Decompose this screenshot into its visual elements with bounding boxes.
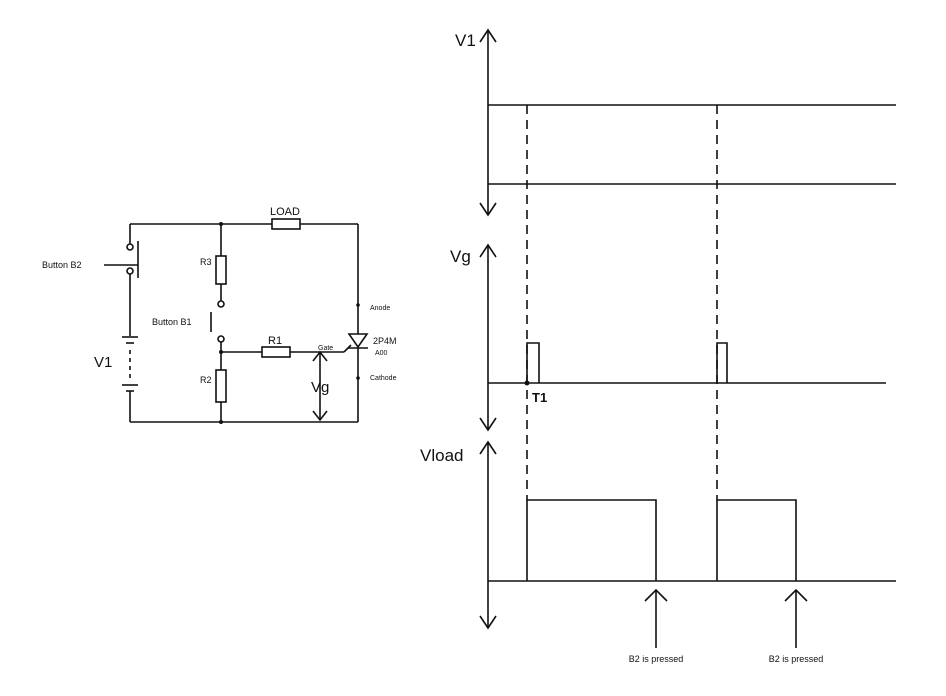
b2-contact-top <box>126 243 134 251</box>
circuit-schematic: LOAD Button B2 R3 Button B1 R1 R2 V1 Vg … <box>42 206 397 424</box>
v1-axis-label: V1 <box>455 31 476 50</box>
cathode-node <box>356 376 360 380</box>
vg-axis-arrow-down <box>479 417 497 432</box>
r1-resistor <box>261 346 291 358</box>
vload-axis-arrow-down <box>479 615 497 630</box>
vg-axis-arrow-up <box>479 243 497 258</box>
anode-node <box>356 303 360 307</box>
node-top-mid <box>219 222 223 226</box>
button-b1-label: Button B1 <box>152 317 192 327</box>
node-bottom-mid <box>219 420 223 424</box>
vg-arrow-head-down <box>312 410 328 422</box>
scr-triangle <box>347 333 369 349</box>
gate-lead <box>343 344 352 353</box>
cathode-label: Cathode <box>370 375 397 382</box>
vg-pulse-2 <box>716 342 728 383</box>
b1-contact-bottom <box>217 335 225 343</box>
anode-label: Anode <box>370 305 390 312</box>
r3-resistor <box>215 255 227 285</box>
v1-axis-arrow-down <box>479 202 497 217</box>
vg-arrow-head-up <box>312 350 328 362</box>
b2-pressed-arrow-1-head <box>644 588 668 602</box>
b2-pressed-arrow-2-head <box>784 588 808 602</box>
t1-label: T1 <box>532 390 547 405</box>
timing-diagram: V1 Vg T1 Vload B2 is pressed B2 is press… <box>420 28 896 664</box>
circuit-v1-label: V1 <box>94 354 112 371</box>
vg-pulse-1 <box>526 342 540 383</box>
button-b2-label: Button B2 <box>42 260 82 270</box>
load-label: LOAD <box>270 206 300 218</box>
gate-label: Gate <box>318 345 333 352</box>
scr-part-label: 2P4M <box>373 336 397 346</box>
b2-pressed-label-2: B2 is pressed <box>769 654 824 664</box>
b1-contact-top <box>217 300 225 308</box>
r2-resistor <box>215 369 227 403</box>
scr-part2-label: A00 <box>375 350 388 357</box>
circuit-vg-label: Vg <box>311 379 329 396</box>
r3-label: R3 <box>200 257 212 267</box>
vload-axis-arrow-up <box>479 440 497 455</box>
load-resistor <box>271 218 301 230</box>
r1-label: R1 <box>268 335 282 347</box>
b2-pressed-label-1: B2 is pressed <box>629 654 684 664</box>
vload-axis-label: Vload <box>420 446 463 465</box>
vload-pulse-1 <box>526 499 657 581</box>
r2-label: R2 <box>200 375 212 385</box>
vg-axis-label: Vg <box>450 247 471 266</box>
v1-axis-arrow-up <box>479 28 497 43</box>
b2-contact-bottom <box>126 267 134 275</box>
vload-pulse-2 <box>716 499 797 581</box>
